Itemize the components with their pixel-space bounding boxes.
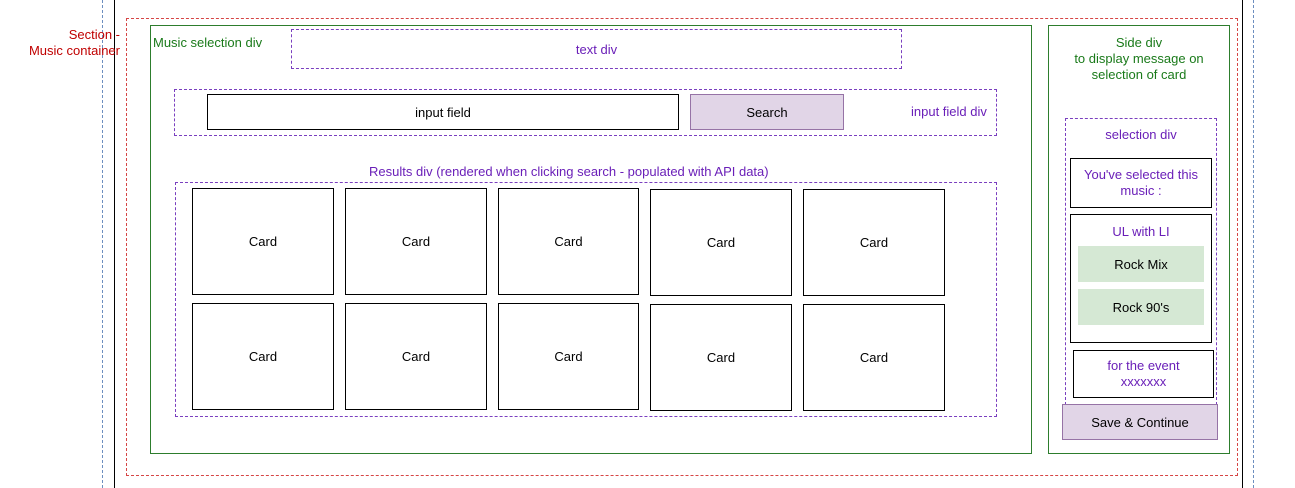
section-label: Section - Music container xyxy=(28,27,120,58)
left-guide-line xyxy=(102,0,103,488)
card[interactable]: Card xyxy=(803,189,945,296)
input-field-div xyxy=(174,89,997,136)
right-border-line xyxy=(1242,0,1243,488)
card[interactable]: Card xyxy=(803,304,945,411)
input-field[interactable]: input field xyxy=(207,94,679,130)
search-button[interactable]: Search xyxy=(690,94,844,130)
card[interactable]: Card xyxy=(192,303,334,410)
list-item[interactable]: Rock Mix xyxy=(1078,246,1204,282)
side-div xyxy=(1048,25,1230,454)
text-div: text div xyxy=(291,29,902,69)
selected-message: You've selected this music : xyxy=(1070,158,1212,208)
selection-div-label: selection div xyxy=(1105,127,1177,142)
card[interactable]: Card xyxy=(498,188,639,295)
results-div-label: Results div (rendered when clicking sear… xyxy=(369,164,769,179)
card[interactable]: Card xyxy=(650,304,792,411)
card[interactable]: Card xyxy=(650,189,792,296)
event-text: for the event xxxxxxx xyxy=(1073,350,1214,398)
right-guide-line xyxy=(1253,0,1254,488)
card[interactable]: Card xyxy=(345,303,487,410)
save-continue-button[interactable]: Save & Continue xyxy=(1062,404,1218,440)
card[interactable]: Card xyxy=(345,188,487,295)
card[interactable]: Card xyxy=(192,188,334,295)
left-border-line xyxy=(114,0,115,488)
results-div xyxy=(175,182,997,417)
list-title: UL with LI xyxy=(1112,224,1170,239)
music-selection-div xyxy=(150,25,1032,454)
music-selection-title: Music selection div xyxy=(153,35,263,50)
card[interactable]: Card xyxy=(498,303,639,410)
input-field-div-label: input field div xyxy=(911,104,987,119)
section-container xyxy=(126,18,1238,476)
list-item[interactable]: Rock 90's xyxy=(1078,289,1204,325)
side-div-title: Side div to display message on selection… xyxy=(1074,35,1204,82)
